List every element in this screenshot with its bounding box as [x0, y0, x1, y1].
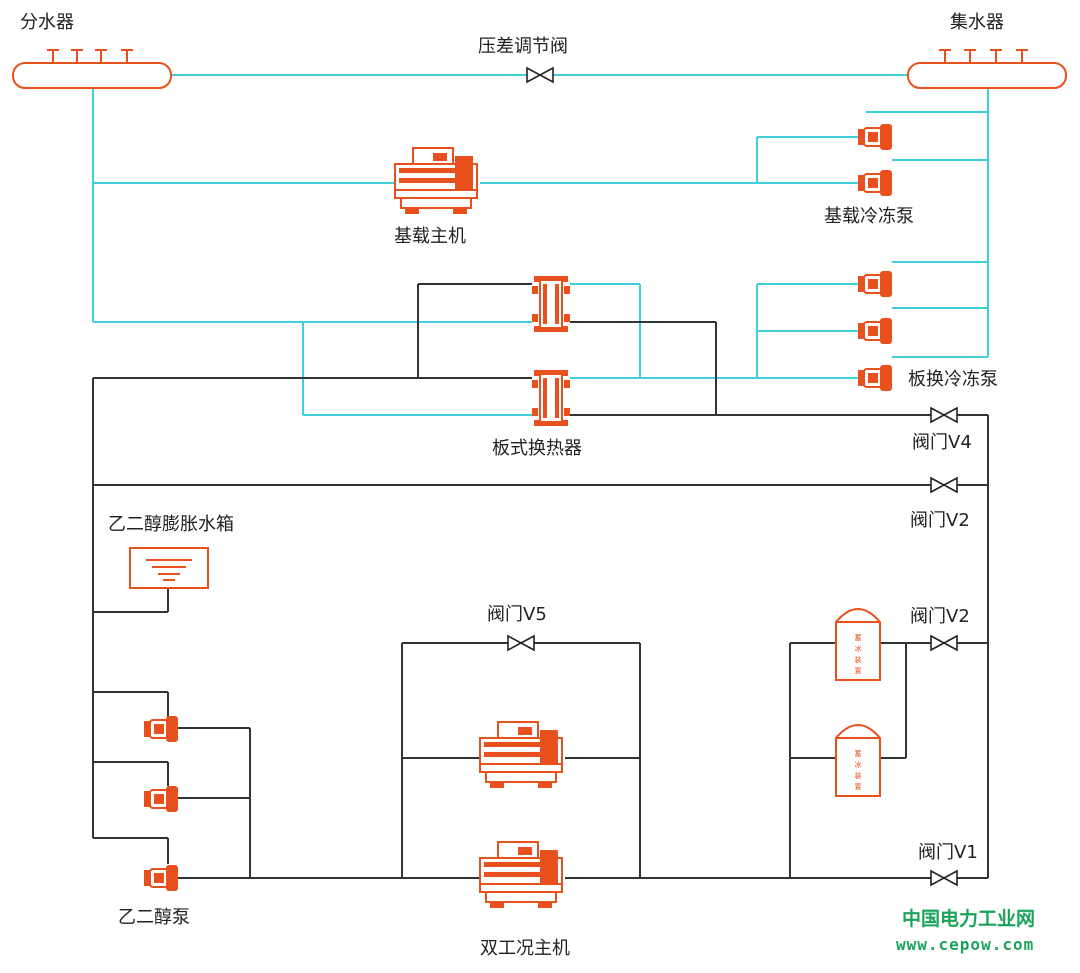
valve-v2-bottom-icon	[930, 634, 958, 652]
valve-v4-icon	[930, 406, 958, 424]
watermark-name: 中国电力工业网	[902, 907, 1035, 930]
base-pump-1-icon	[857, 123, 893, 151]
dual-chiller-upper-icon	[479, 721, 563, 789]
valve-v2-top-icon	[930, 476, 958, 494]
expansion-tank-icon	[129, 547, 209, 589]
watermark-url: www.cepow.com	[896, 935, 1034, 954]
plate-pump-label: 板换冷冻泵	[908, 369, 998, 390]
valve-v4-label: 阀门V4	[912, 432, 972, 453]
base-chiller-label: 基载主机	[394, 226, 466, 247]
plate-heat-exchanger-1-icon	[531, 275, 571, 333]
water-collector	[907, 49, 1067, 89]
glycol-pump-2-icon	[143, 785, 179, 813]
expansion-tank-label: 乙二醇膨胀水箱	[108, 514, 234, 535]
glycol-piping	[92, 283, 989, 879]
dual-chiller-label: 双工况主机	[480, 938, 570, 959]
base-chiller-icon	[394, 147, 478, 215]
dual-chiller-lower-icon	[479, 841, 563, 909]
plate-hx-label: 板式换热器	[492, 438, 582, 459]
glycol-pump-3-icon	[143, 864, 179, 892]
valve-v1-label: 阀门V1	[918, 842, 978, 863]
glycol-pump-label: 乙二醇泵	[118, 907, 190, 928]
plate-heat-exchanger-2-icon	[531, 369, 571, 427]
valve-v5-label: 阀门V5	[487, 604, 547, 625]
pressure-differential-valve-icon	[526, 66, 554, 84]
plate-pump-1-icon	[857, 270, 893, 298]
collector-label: 集水器	[950, 12, 1004, 33]
plate-pump-2-icon	[857, 317, 893, 345]
valve-v1-icon	[930, 869, 958, 887]
valve-v2-bottom-label: 阀门V2	[910, 606, 970, 627]
valve-v5-icon	[507, 634, 535, 652]
base-pump-2-icon	[857, 169, 893, 197]
ice-storage-tank-2-icon	[835, 724, 881, 797]
pressure-valve-label: 压差调节阀	[478, 36, 568, 57]
chilled-water-piping	[92, 74, 989, 416]
plate-pump-3-icon	[857, 364, 893, 392]
valve-v2-top-label: 阀门V2	[910, 510, 970, 531]
distributor-label: 分水器	[20, 12, 74, 33]
glycol-pump-1-icon	[143, 715, 179, 743]
ice-storage-tank-1-icon	[835, 608, 881, 681]
water-distributor	[12, 49, 172, 89]
base-pump-label: 基载冷冻泵	[824, 206, 914, 227]
